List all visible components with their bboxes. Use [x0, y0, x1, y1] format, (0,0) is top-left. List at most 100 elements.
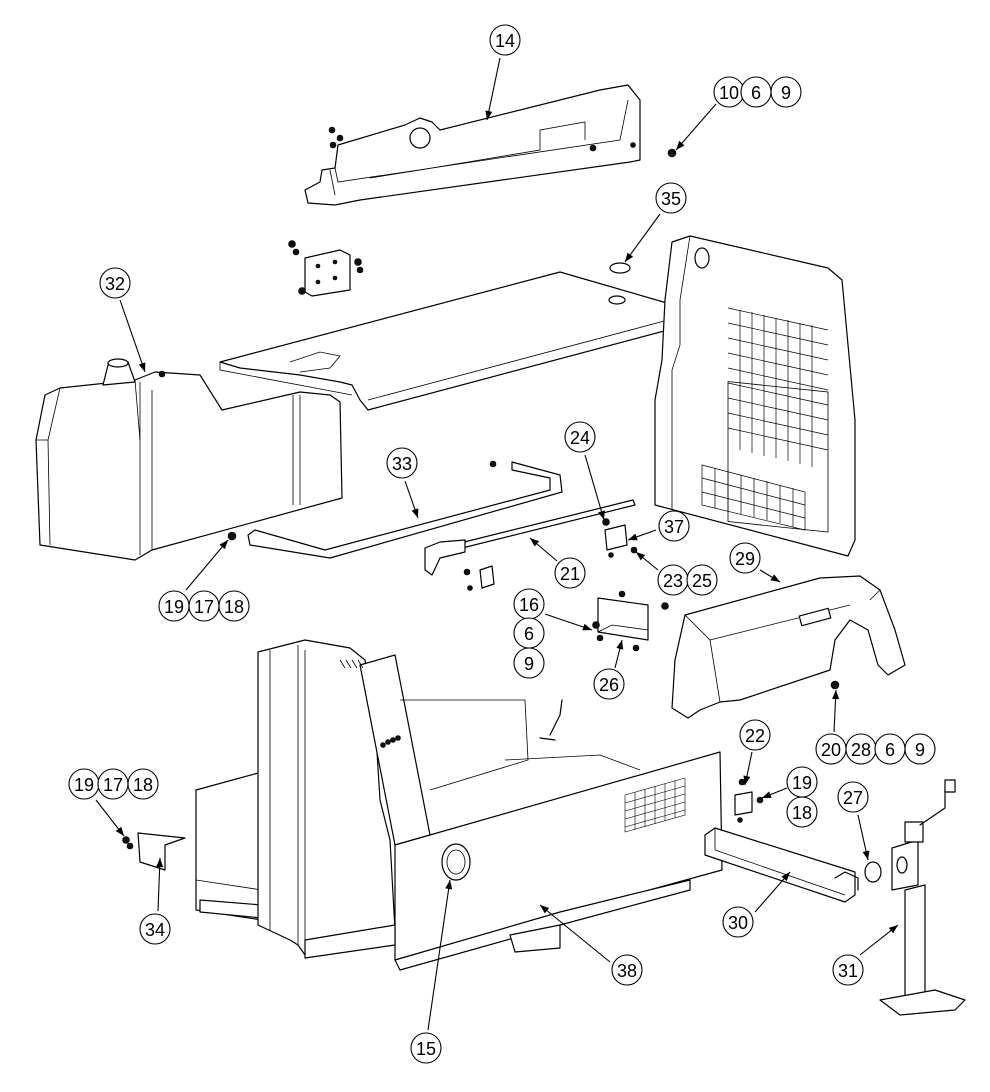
- leader-arrowhead: [219, 540, 228, 550]
- callout-6: 6: [874, 733, 906, 765]
- vent-grid: [624, 777, 686, 833]
- leader-arrowhead: [781, 872, 790, 882]
- part-31-jack: [879, 779, 966, 1016]
- callout-25: 25: [686, 564, 718, 596]
- part-27-ring: [864, 861, 882, 883]
- callout-circle: [513, 647, 545, 679]
- part-32-fuel-tank: [35, 358, 343, 561]
- partition-panel: [654, 235, 856, 557]
- bracket-24-37: [602, 518, 638, 558]
- part-38-main-body: [195, 639, 723, 971]
- callout-label: 20: [821, 740, 841, 760]
- callout-label: 25: [692, 571, 712, 591]
- callout-34: 34: [139, 857, 171, 945]
- leader-line: [486, 57, 501, 121]
- callout-label: 18: [792, 803, 812, 823]
- callout-circle: [786, 796, 818, 828]
- top-deck-plate: [219, 262, 699, 411]
- leader-arrowhead: [762, 791, 772, 798]
- callout-28: 28: [845, 733, 877, 765]
- callout-label: 15: [416, 1039, 436, 1059]
- part-29-fender: [671, 575, 906, 719]
- callout-18: 18: [786, 796, 818, 828]
- callout-label: 6: [751, 83, 761, 103]
- callout-9: 9: [513, 647, 545, 679]
- callout-19: 19: [761, 766, 818, 799]
- callout-circle: [770, 76, 802, 108]
- callout-circle: [564, 421, 596, 453]
- callout-17: 17: [97, 768, 129, 800]
- leader-arrowhead: [445, 880, 453, 890]
- leader-arrowhead: [888, 925, 898, 934]
- callout-19: 19: [158, 539, 229, 622]
- callout-circle: [722, 906, 754, 938]
- callout-circle: [611, 954, 643, 986]
- callout-circle: [410, 1032, 442, 1064]
- callout-17: 17: [188, 590, 220, 622]
- part-21-rod: [424, 499, 636, 591]
- leader-arrowhead: [676, 140, 685, 150]
- callout-37: 37: [627, 510, 690, 542]
- callout-16: 16: [513, 588, 593, 631]
- callout-20: 20: [815, 689, 847, 765]
- callout-label: 9: [524, 654, 534, 674]
- callout-circle: [593, 668, 625, 700]
- callout-label: 22: [745, 726, 765, 746]
- leader-line: [185, 539, 229, 591]
- callout-label: 6: [524, 624, 534, 644]
- mounting-bracket-upper: [288, 240, 364, 297]
- leader-line: [584, 454, 605, 521]
- leader-arrowhead: [156, 858, 164, 868]
- leader-arrowhead: [411, 508, 419, 518]
- callout-6: 6: [740, 76, 772, 108]
- callout-label: 18: [224, 597, 244, 617]
- callout-9: 9: [770, 76, 802, 108]
- callout-33: 33: [386, 447, 419, 519]
- callout-21: 21: [529, 537, 586, 589]
- leader-line: [675, 103, 717, 151]
- callout-circle: [904, 733, 936, 765]
- part-26-bracket: [592, 590, 669, 652]
- mesh-grid-lower: [701, 464, 806, 531]
- callout-6: 6: [513, 617, 545, 649]
- leader-arrowhead: [115, 826, 124, 836]
- callout-circle: [127, 768, 159, 800]
- leader-arrowhead: [636, 552, 646, 561]
- callout-circle: [729, 542, 761, 574]
- leader-arrowhead: [616, 640, 624, 650]
- leader-arrowhead: [582, 623, 592, 631]
- callout-23: 23: [635, 551, 689, 596]
- callout-circle: [139, 913, 171, 945]
- callout-30: 30: [722, 871, 791, 938]
- callout-15: 15: [410, 879, 453, 1064]
- callout-circle: [832, 954, 864, 986]
- callout-label: 34: [145, 920, 165, 940]
- callout-38: 38: [539, 904, 643, 986]
- leader-arrowhead: [770, 574, 780, 582]
- callout-label: 17: [194, 597, 214, 617]
- callout-circle: [99, 267, 131, 299]
- callout-22: 22: [739, 719, 771, 786]
- callout-18: 18: [218, 590, 250, 622]
- leader-line: [119, 299, 146, 373]
- callout-26: 26: [593, 639, 625, 700]
- leader-arrowhead: [628, 533, 638, 541]
- callout-label: 9: [915, 740, 925, 760]
- callout-19: 19: [68, 768, 125, 837]
- callout-27: 27: [837, 781, 870, 861]
- leader-line: [427, 879, 451, 1031]
- leader-arrowhead: [138, 362, 146, 372]
- callout-label: 21: [560, 564, 580, 584]
- callout-circle: [218, 590, 250, 622]
- callout-circle: [658, 510, 690, 542]
- callout-label: 35: [661, 189, 681, 209]
- callout-label: 19: [164, 597, 184, 617]
- callout-10: 10: [675, 76, 745, 151]
- callout-29: 29: [729, 542, 781, 583]
- callout-label: 26: [599, 675, 619, 695]
- callout-9: 9: [904, 733, 936, 765]
- callout-label: 37: [664, 517, 684, 537]
- callout-label: 30: [728, 913, 748, 933]
- callout-label: 17: [103, 775, 123, 795]
